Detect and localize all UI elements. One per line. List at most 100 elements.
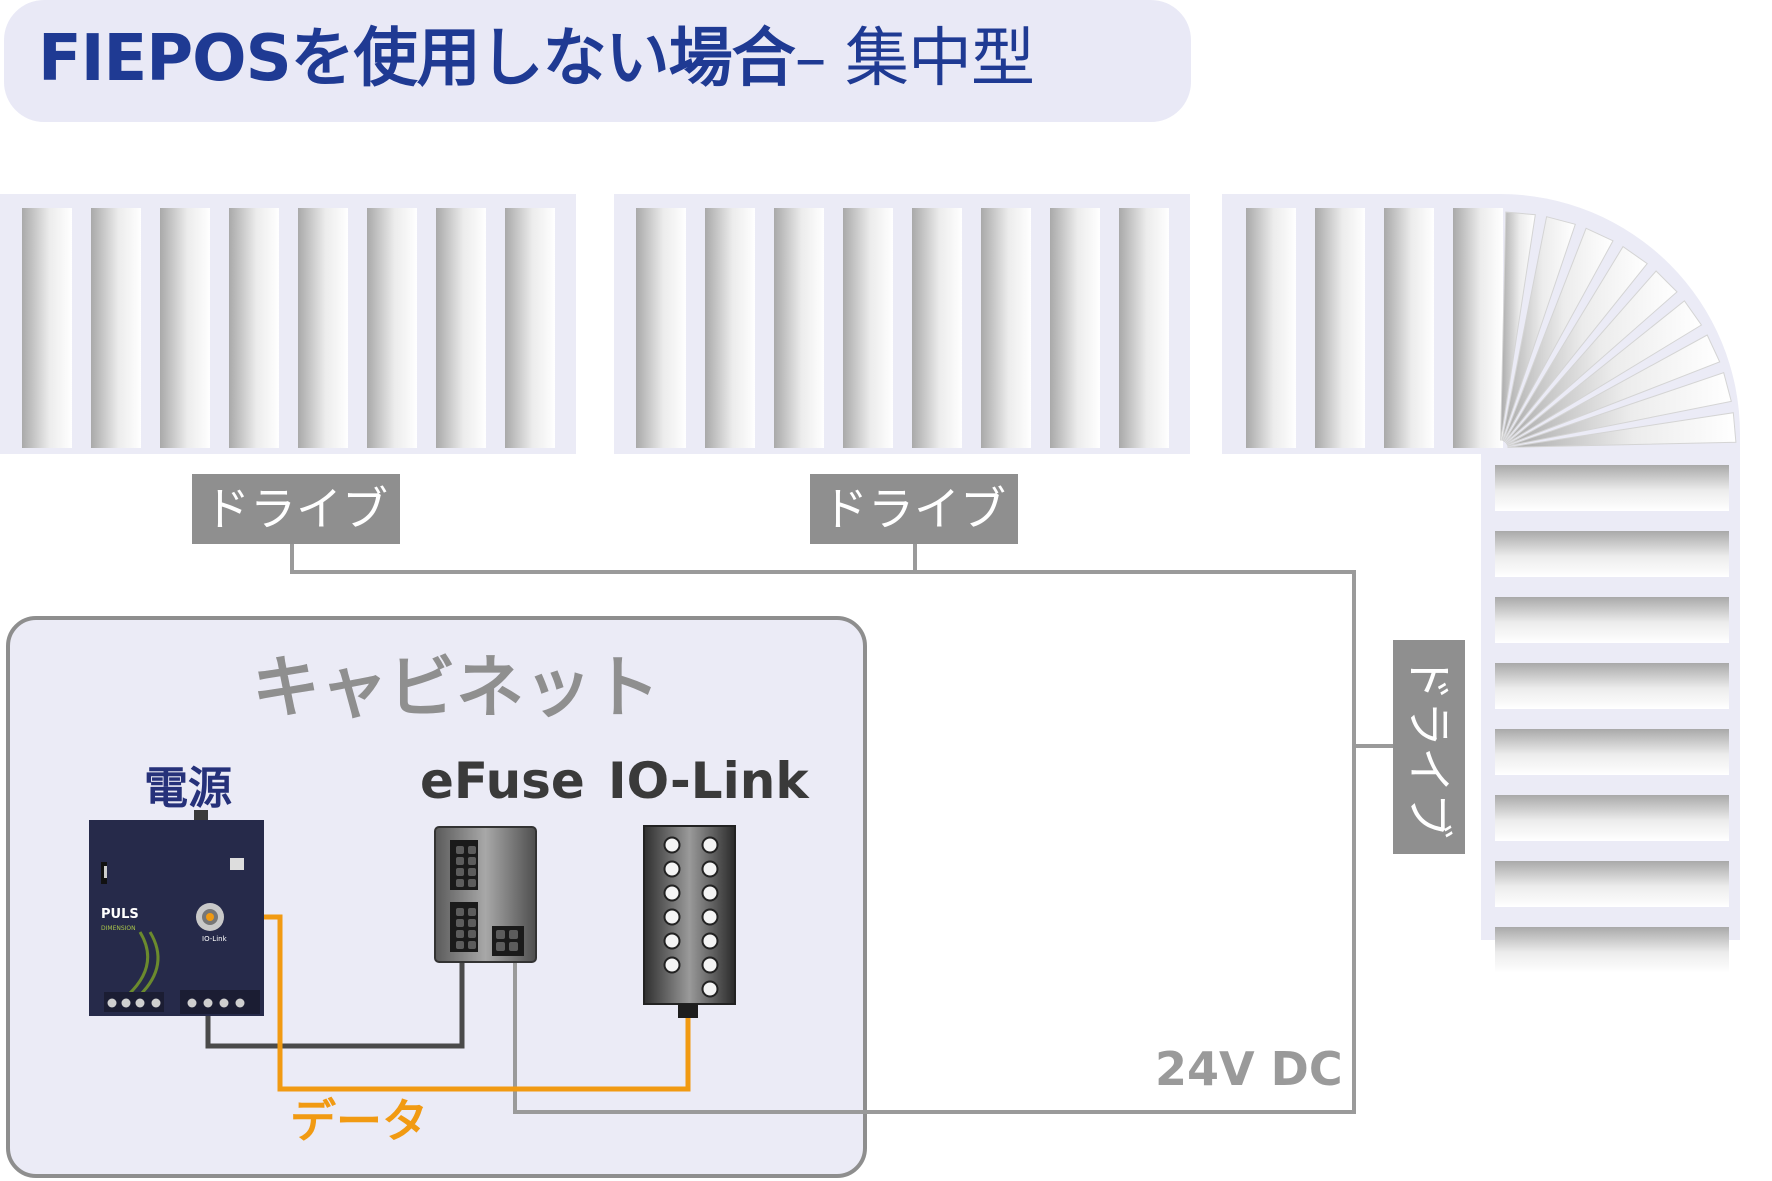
io-port [663, 956, 681, 974]
roller [1502, 227, 1614, 442]
connector-pin [468, 919, 476, 927]
roller [1495, 597, 1729, 643]
psu-brand: PULS [101, 907, 139, 922]
cabinet-label: キャビネット [252, 649, 661, 728]
roller [1315, 208, 1365, 448]
terminal [107, 998, 117, 1008]
roller [22, 208, 72, 448]
power-supply-label: 電源 [144, 763, 232, 814]
roller [298, 208, 348, 448]
connector-pin [468, 908, 476, 916]
io-port [701, 908, 719, 926]
io-link-master-device [643, 825, 736, 1018]
supply-voltage-label: 24V DC [1155, 1042, 1343, 1096]
roller [1453, 208, 1503, 448]
psu-io-link-label: IO-Link [202, 935, 228, 943]
power-supply-device: PULS DIMENSION IO-Link [89, 810, 264, 1016]
roller [1495, 861, 1729, 907]
roller [1507, 412, 1737, 448]
drive-tag-1: ドライブ [192, 474, 400, 544]
connector-pin [468, 846, 476, 854]
roller [705, 208, 755, 448]
roller [1495, 795, 1729, 841]
drive-tag-3: ドライブ [1393, 640, 1465, 854]
roller [843, 208, 893, 448]
io-port [701, 956, 719, 974]
connector-pin [456, 879, 464, 887]
io-link-label: IO-Link [608, 752, 809, 810]
io-port [701, 932, 719, 950]
roller [1503, 245, 1648, 443]
title-banner [4, 0, 1191, 122]
title-main: FIEPOSを使用しない場合 [38, 22, 796, 96]
roller [160, 208, 210, 448]
drive-tag-2-text: ドライブ [822, 482, 1006, 536]
connector-pin [456, 919, 464, 927]
connector-pin [468, 930, 476, 938]
connector-pin [509, 942, 518, 951]
io-port [701, 860, 719, 878]
connector-pin [456, 930, 464, 938]
conveyor-curve-section [1222, 194, 1740, 973]
roller [229, 208, 279, 448]
connector-pin [496, 942, 505, 951]
connector-pin [468, 857, 476, 865]
roller [1246, 208, 1296, 448]
roller [1495, 465, 1729, 511]
io-port [663, 836, 681, 854]
terminal [219, 998, 229, 1008]
psu-brand-sub: DIMENSION [101, 925, 136, 932]
roller [774, 208, 824, 448]
roller [1500, 211, 1536, 441]
roller [436, 208, 486, 448]
roller [1501, 216, 1576, 442]
efuse-ground-wire [205, 962, 465, 1049]
drive-tag-2: ドライブ [810, 474, 1018, 544]
roller [1504, 270, 1678, 444]
roller [1506, 372, 1732, 447]
roller [912, 208, 962, 448]
connector-pin [456, 908, 464, 916]
page-title: FIEPOSを使用しない場合– 集中型 [38, 14, 1035, 104]
conveyor-section-1 [0, 194, 576, 454]
roller [1495, 663, 1729, 709]
efuse-device [434, 826, 537, 963]
roller [1505, 300, 1703, 445]
connector-pin [456, 857, 464, 865]
terminal [121, 998, 131, 1008]
io-port [701, 980, 719, 998]
io-port [663, 908, 681, 926]
terminal [235, 998, 245, 1008]
connector-pin [468, 868, 476, 876]
drive-tag-1-text: ドライブ [204, 482, 388, 536]
io-port [701, 884, 719, 902]
roller [505, 208, 555, 448]
title-suffix: – 集中型 [794, 22, 1035, 96]
roller [636, 208, 686, 448]
terminal [203, 998, 213, 1008]
connector-pin [496, 930, 505, 939]
roller [1384, 208, 1434, 448]
conveyor-section-2 [614, 194, 1190, 454]
io-port [663, 932, 681, 950]
roller [1495, 927, 1729, 973]
connector-pin [468, 879, 476, 887]
roller [1506, 334, 1721, 446]
roller [1495, 729, 1729, 775]
terminal [151, 998, 161, 1008]
connector-pin [456, 846, 464, 854]
roller [1119, 208, 1169, 448]
roller [91, 208, 141, 448]
terminal [187, 998, 197, 1008]
io-port [663, 884, 681, 902]
io-port [701, 836, 719, 854]
connector-pin [456, 941, 464, 949]
roller [981, 208, 1031, 448]
drive-tag-3-text: ドライブ [1402, 655, 1456, 839]
connector-pin [509, 930, 518, 939]
connector-pin [468, 941, 476, 949]
data-line-label: データ [290, 1094, 428, 1148]
connector-pin [456, 868, 464, 876]
